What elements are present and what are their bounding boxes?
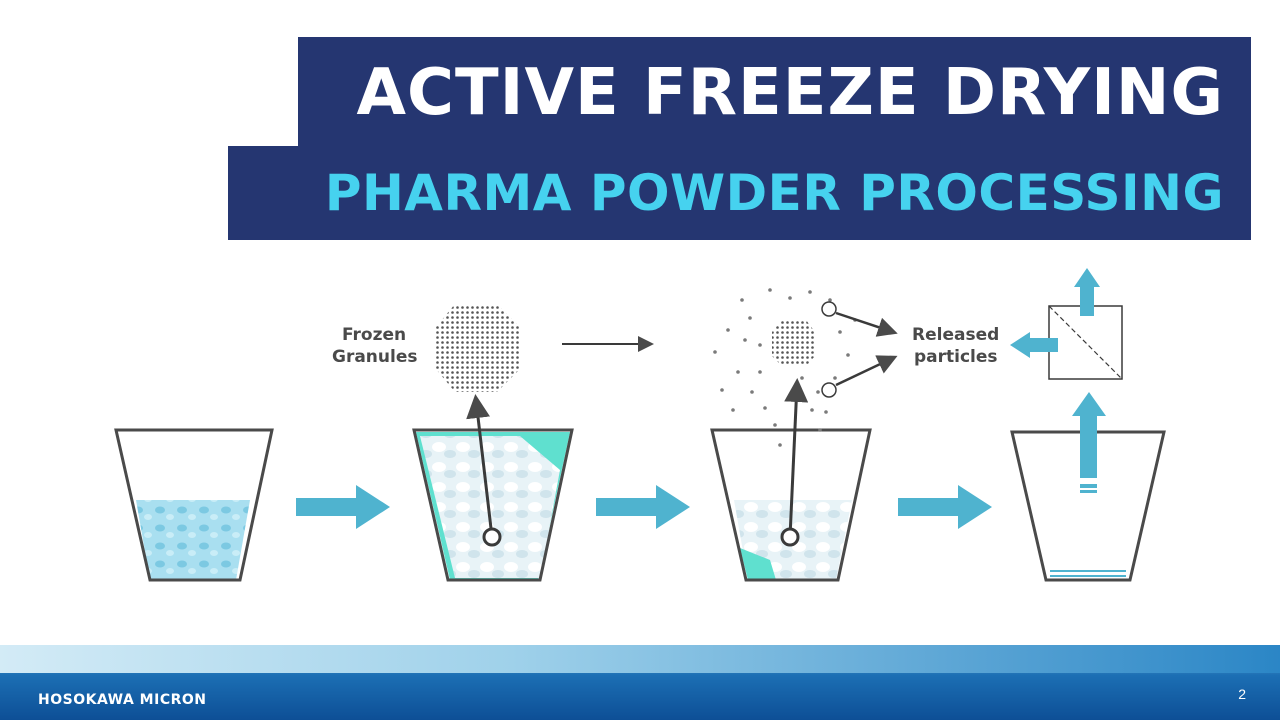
page-number: 2 [1238, 686, 1246, 702]
highlight-circle-1 [822, 302, 836, 316]
label-frozen-granules-1: Frozen [342, 325, 406, 345]
page-title: ACTIVE FREEZE DRYING [357, 56, 1225, 130]
stage-3-container [712, 384, 870, 580]
exhaust-up-arrow [1074, 268, 1100, 316]
condenser-diagonal [1049, 306, 1122, 379]
frozen-granule [436, 304, 520, 392]
shrinking-granule [772, 320, 815, 366]
process-arrow-3 [898, 485, 992, 529]
process-arrow-2 [596, 485, 690, 529]
exhaust-left-arrow [1010, 332, 1058, 358]
brand-logo: HOSOKAWA MICRON [38, 692, 207, 708]
pointer-arrow-2 [836, 358, 893, 385]
pointer-arrow-1 [836, 313, 893, 332]
page-subtitle: PHARMA POWDER PROCESSING [325, 164, 1224, 222]
footer-strip [0, 645, 1280, 673]
process-arrow-1 [296, 485, 390, 529]
stage-2-container [414, 400, 572, 580]
highlight-circle-2 [822, 383, 836, 397]
label-released-particles-1: Released [912, 325, 999, 345]
label-frozen-granules-2: Granules [332, 347, 418, 367]
label-released-particles-2: particles [914, 347, 998, 367]
stage-1-container [116, 430, 272, 580]
freeze-drying-diagram: Frozen Granules Released particles [0, 250, 1280, 645]
vapour-up-arrow [1072, 392, 1106, 478]
